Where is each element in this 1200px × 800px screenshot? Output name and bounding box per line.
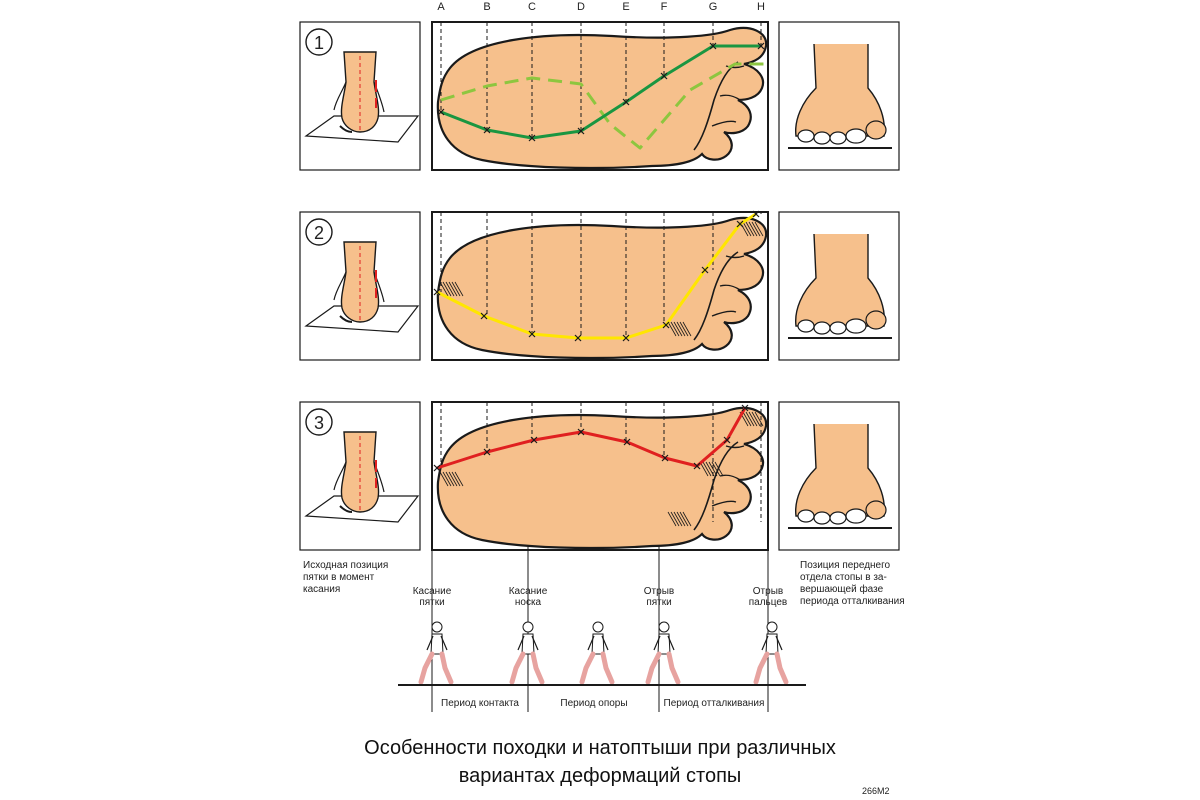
phase-label-line: Отрыв — [644, 586, 674, 597]
left-note-line: касания — [303, 584, 341, 595]
panel-1: 1 — [299, 21, 900, 171]
gait-point-marker — [577, 428, 585, 436]
period-contact-label: Период контакта — [441, 698, 519, 709]
gait-point-marker — [483, 448, 491, 456]
panel-3: 3 — [299, 401, 900, 551]
panel-number-circle — [305, 218, 333, 246]
panel-2: 2 — [299, 210, 900, 361]
right-note-line: Позиция переднего — [800, 560, 891, 571]
gait-point-marker — [483, 126, 491, 134]
figure-code: 266M2 — [862, 786, 890, 796]
callus-mark — [667, 321, 692, 337]
walker-heel-contact — [421, 622, 451, 682]
left-note: Исходная позиция пятки в момент касания — [303, 560, 388, 596]
panel-number: 3 — [314, 413, 324, 433]
gait-point-marker — [709, 42, 717, 50]
phase-label-line: Касание — [413, 586, 452, 597]
phase-label-line: Касание — [509, 586, 548, 597]
gait-point-marker — [662, 321, 670, 329]
sole-illustration — [436, 406, 768, 550]
gait-line — [440, 44, 761, 140]
gait-point-marker — [623, 438, 631, 446]
gait-point-marker — [693, 462, 701, 470]
phase-label-line: пятки — [646, 597, 671, 608]
gait-point-marker — [433, 464, 441, 472]
column-letter-a: A — [437, 1, 445, 13]
callus-mark — [439, 471, 464, 487]
walker-toe-contact — [512, 622, 542, 682]
column-letters: A B C D E F G H — [437, 1, 765, 13]
panels: 1 2 3 — [299, 21, 900, 551]
column-letter-c: C — [528, 1, 536, 13]
gait-point-marker — [741, 404, 749, 412]
right-note-line: периода отталкивания — [800, 596, 905, 607]
title-line-1: Особенности походки и натоптыши при разл… — [364, 737, 836, 759]
phase-label-line: пальцев — [749, 597, 788, 608]
gait-point-marker — [723, 436, 731, 444]
period-pushoff-label: Период отталкивания — [664, 698, 765, 709]
panel-number: 2 — [314, 223, 324, 243]
gait-point-marker — [622, 334, 630, 342]
phase-label-line: пятки — [419, 597, 444, 608]
gait-point-marker — [752, 210, 760, 218]
gait-point-marker — [530, 436, 538, 444]
gait-point-marker — [433, 288, 441, 296]
gait-point-marker — [622, 98, 630, 106]
gait-point-marker — [574, 334, 582, 342]
walker-heel-off — [648, 622, 678, 682]
panel-number: 1 — [314, 33, 324, 53]
walking-figures — [421, 622, 786, 682]
callus-mark — [439, 281, 464, 297]
gait-point-marker — [528, 134, 536, 142]
column-letter-f: F — [661, 1, 668, 13]
alternate-gait-line — [440, 62, 766, 150]
column-letter-d: D — [577, 1, 585, 13]
column-letter-h: H — [757, 1, 765, 13]
sole-illustration — [436, 26, 768, 170]
title-line-2: вариантах деформаций стопы — [458, 765, 742, 787]
phase-labels: КасаниепяткиКасаниеноскаОтрывпяткиОтрывп… — [413, 586, 788, 608]
callus-mark — [667, 511, 692, 527]
walker-support — [582, 622, 612, 682]
gait-point-marker — [480, 312, 488, 320]
callus-mark — [699, 461, 724, 477]
column-letter-g: G — [709, 1, 718, 13]
left-note-line: Исходная позиция — [303, 560, 389, 571]
gait-point-marker — [577, 127, 585, 135]
panel-number-circle — [305, 408, 333, 436]
phase-label-line: Отрыв — [753, 586, 783, 597]
gait-point-marker — [660, 72, 668, 80]
walker-toe-off — [756, 622, 786, 682]
gait-point-marker — [661, 454, 669, 462]
phase-label-line: носка — [515, 597, 542, 608]
gait-point-marker — [437, 108, 445, 116]
gait-point-marker — [701, 266, 709, 274]
page-title: Особенности походки и натоптыши при разл… — [300, 734, 900, 790]
gait-point-marker — [528, 330, 536, 338]
panel-number-circle — [305, 28, 333, 56]
period-support-label: Период опоры — [560, 698, 627, 709]
right-note-line: отдела стопы в за- — [800, 572, 887, 583]
right-note-line: вершающей фазе — [800, 584, 884, 595]
column-letter-b: B — [483, 1, 490, 13]
gait-point-marker — [757, 42, 765, 50]
gait-point-marker — [736, 220, 744, 228]
right-note: Позиция переднего отдела стопы в за- вер… — [800, 560, 905, 608]
column-letter-e: E — [622, 1, 629, 13]
left-note-line: пятки в момент — [303, 572, 375, 583]
